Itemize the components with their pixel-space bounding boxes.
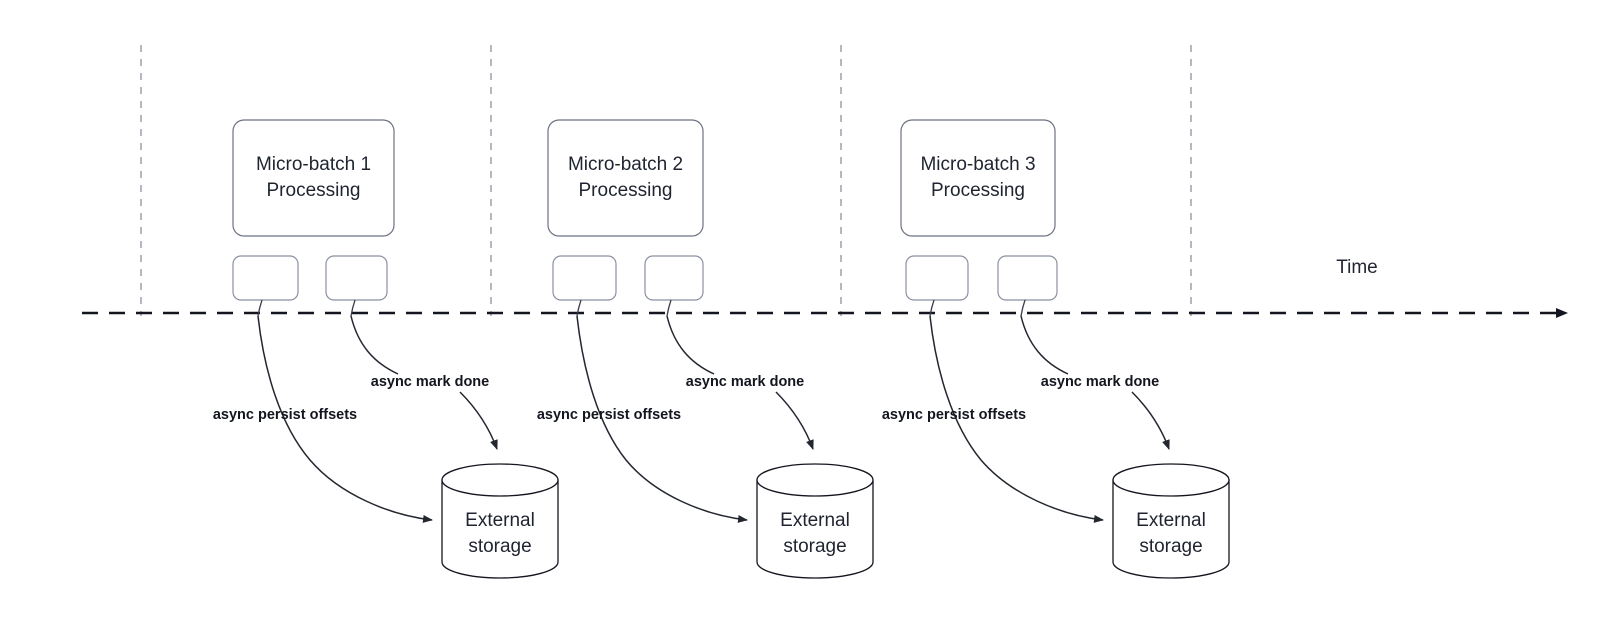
time-axis-label: Time [1336, 257, 1378, 278]
tick-1b-stem [350, 299, 356, 317]
tick-box-1a[interactable] [232, 255, 299, 301]
tick-3a-stem [929, 299, 935, 317]
external-storage-1[interactable]: External storage [441, 463, 559, 579]
edge-async-persist-offsets-2 [576, 315, 748, 523]
micro-batch-2-label-line2: Processing [579, 180, 673, 201]
edge-label-async-persist-offsets-1: async persist offsets [213, 407, 357, 423]
tick-2a-stem [576, 299, 582, 317]
edge-async-persist-offsets-3 [929, 315, 1104, 523]
external-storage-1-body [441, 479, 559, 579]
external-storage-1-label-line2: storage [468, 536, 531, 557]
external-storage-1-top [441, 463, 559, 497]
micro-batch-3-label-line2: Processing [931, 180, 1025, 201]
micro-batch-2-label-line1: Micro-batch 2 [568, 154, 683, 175]
group-micro-batch-1: Micro-batch 1 Processing async persist o… [213, 119, 559, 579]
external-storage-2-top [756, 463, 874, 497]
edge-async-mark-done-1-tail [459, 391, 498, 450]
external-storage-1-label-line1: External [465, 510, 535, 531]
tick-box-1b[interactable] [325, 255, 388, 301]
tick-box-3a[interactable] [905, 255, 969, 301]
time-axis: Time [82, 257, 1568, 318]
tick-box-2b[interactable] [644, 255, 704, 301]
external-storage-3-top [1112, 463, 1230, 497]
micro-batch-1-label-line1: Micro-batch 1 [256, 154, 371, 175]
edge-label-async-mark-done-2: async mark done [686, 374, 804, 390]
group-micro-batch-3: Micro-batch 3 Processing async persist o… [882, 119, 1230, 579]
external-storage-2-body [756, 479, 874, 579]
edge-label-async-mark-done-1: async mark done [371, 374, 489, 390]
edge-async-mark-done-1 [350, 315, 399, 375]
edge-label-async-persist-offsets-3: async persist offsets [882, 407, 1026, 423]
micro-batch-1-box[interactable] [232, 119, 395, 237]
edge-async-mark-done-3 [1020, 315, 1069, 375]
edge-label-async-mark-done-3: async mark done [1041, 374, 1159, 390]
external-storage-3-label-line1: External [1136, 510, 1206, 531]
external-storage-3[interactable]: External storage [1112, 463, 1230, 579]
external-storage-2[interactable]: External storage [756, 463, 874, 579]
tick-box-3b[interactable] [997, 255, 1058, 301]
edge-label-async-persist-offsets-2: async persist offsets [537, 407, 681, 423]
tick-box-2a[interactable] [552, 255, 617, 301]
edge-async-mark-done-2 [666, 315, 715, 375]
boundary-lines [140, 45, 1192, 316]
tick-2b-stem [666, 299, 672, 317]
micro-batch-1-label-line2: Processing [267, 180, 361, 201]
micro-batch-3-box[interactable] [900, 119, 1056, 237]
group-micro-batch-2: Micro-batch 2 Processing async persist o… [537, 119, 874, 579]
external-storage-3-label-line2: storage [1139, 536, 1202, 557]
external-storage-2-label-line1: External [780, 510, 850, 531]
tick-1a-stem [257, 299, 263, 317]
edge-async-mark-done-2-tail [775, 391, 814, 450]
external-storage-3-body [1112, 479, 1230, 579]
edge-async-persist-offsets-1 [257, 315, 433, 523]
edge-async-mark-done-3-tail [1131, 391, 1170, 450]
micro-batch-2-box[interactable] [547, 119, 704, 237]
external-storage-2-label-line2: storage [783, 536, 846, 557]
tick-3b-stem [1020, 299, 1026, 317]
micro-batch-3-label-line1: Micro-batch 3 [920, 154, 1035, 175]
